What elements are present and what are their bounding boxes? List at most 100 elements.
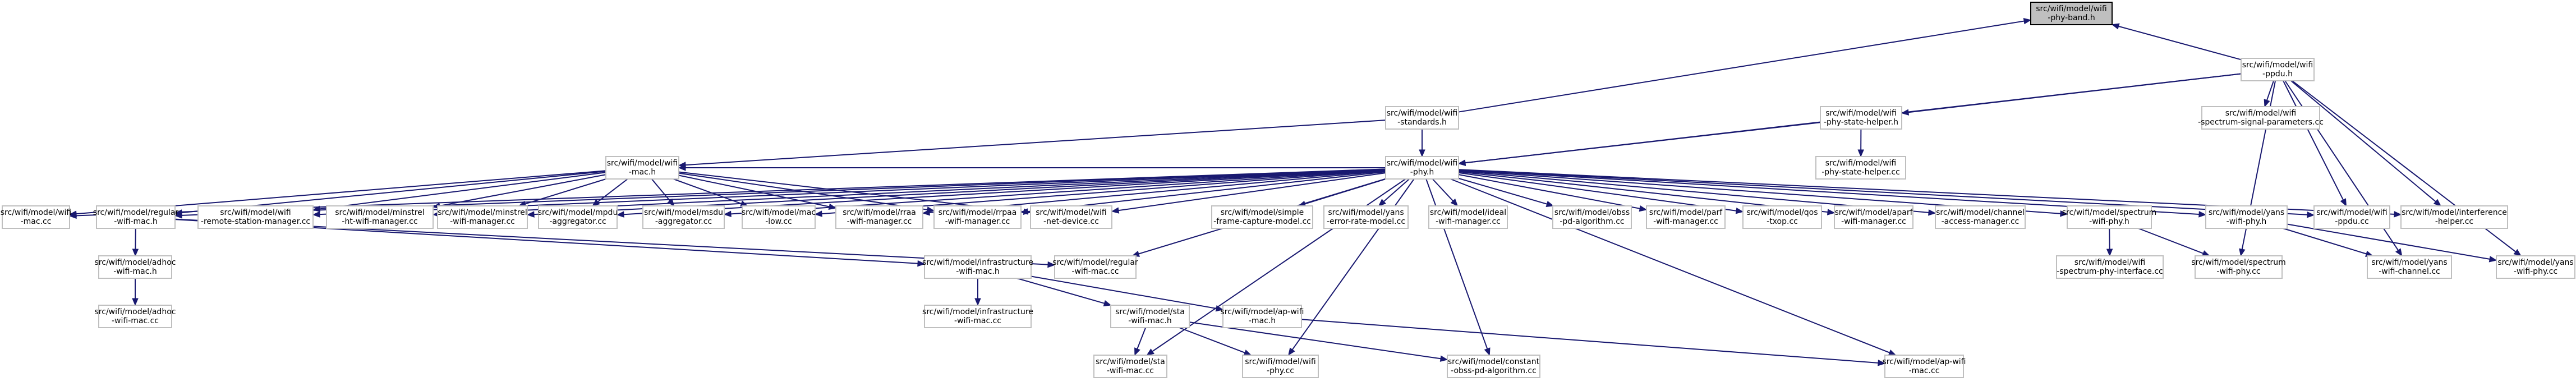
node-src-wifi-model-constant-obss-pd-algorithm-cc[interactable]: src/wifi/model/constant-obss-pd-algorith…: [1447, 355, 1540, 378]
node-label-line: src/wifi/model/minstrel: [438, 208, 527, 217]
node-src-wifi-model-wifi-standards-h[interactable]: src/wifi/model/wifi-standards.h: [1385, 106, 1459, 130]
node-label-line: -spectrum-phy-interface.cc: [2057, 267, 2163, 276]
arrowhead-icon: [1878, 360, 1886, 366]
edge-n27-to-n34: [2106, 228, 2113, 257]
node-label-line: -wifi-manager.cc: [945, 217, 1010, 226]
node-src-wifi-model-wifi-net-device-cc[interactable]: src/wifi/model/wifi-net-device.cc: [1030, 205, 1112, 229]
node-src-wifi-model-interference-helper-cc[interactable]: src/wifi/model/interference-helper.cc: [2400, 205, 2508, 229]
node-src-wifi-model-simple-frame-capture-model-cc[interactable]: src/wifi/model/simple-frame-capture-mode…: [1211, 205, 1313, 229]
node-label-line: src/wifi/model/mac: [742, 208, 816, 217]
edge-line: [685, 120, 1386, 166]
node-label-line: src/wifi/model/wifi: [2074, 258, 2146, 267]
node-label-line: -wifi-manager.cc: [1841, 217, 1906, 226]
arrowhead-icon: [132, 298, 139, 306]
node-label-line: src/wifi/model/yans: [2371, 258, 2447, 267]
node-src-wifi-model-sta-wifi-mac-h[interactable]: src/wifi/model/sta-wifi-mac.h: [1110, 305, 1190, 328]
node-src-wifi-model-wifi-phy-state-helper-cc[interactable]: src/wifi/model/wifi-phy-state-helper.cc: [1815, 156, 1906, 180]
node-src-wifi-model-infrastructure-wifi-mac-h[interactable]: src/wifi/model/infrastructure-wifi-mac.h: [922, 255, 1033, 279]
node-src-wifi-model-ap-wifi-mac-h[interactable]: src/wifi/model/ap-wifi-mac.h: [1220, 305, 1304, 328]
node-box: [2195, 255, 2283, 279]
arrowhead-icon: [1457, 159, 1466, 166]
node-src-wifi-model-wifi-phy-state-helper-h[interactable]: src/wifi/model/wifi-phy-state-helper.h: [1820, 106, 1902, 130]
node-label-line: src/wifi/model/yans: [1328, 208, 1404, 217]
node-label-line: src/wifi/model/infrastructure: [922, 307, 1033, 316]
arrowhead-icon: [1888, 350, 1897, 356]
arrowhead-icon: [132, 249, 139, 257]
node-src-wifi-model-adhoc-wifi-mac-h[interactable]: src/wifi/model/adhoc-wifi-mac.h: [95, 255, 176, 279]
node-box: [2367, 255, 2452, 279]
node-src-wifi-model-spectrum-wifi-phy-cc[interactable]: src/wifi/model/spectrum-wifi-phy.cc: [2191, 255, 2286, 279]
node-box: [924, 255, 1032, 279]
edge-line: [1016, 278, 1105, 304]
node-src-wifi-model-yans-wifi-phy-cc[interactable]: src/wifi/model/yans-wifi-phy.cc: [2496, 255, 2575, 279]
node-src-wifi-model-ap-wifi-mac-cc[interactable]: src/wifi/model/ap-wifi-mac.cc: [1882, 355, 1966, 378]
node-src-wifi-model-parf-wifi-manager-cc[interactable]: src/wifi/model/parf-wifi-manager.cc: [1646, 205, 1726, 229]
node-box: [1646, 205, 1726, 229]
arrowhead-icon: [1827, 209, 1836, 215]
node-src-wifi-model-adhoc-wifi-mac-cc[interactable]: src/wifi/model/adhoc-wifi-mac.cc: [95, 305, 176, 328]
node-src-wifi-model-regular-wifi-mac-cc[interactable]: src/wifi/model/regular-wifi-mac.cc: [1052, 255, 1138, 279]
arrowhead-icon: [922, 209, 930, 216]
node-label-line: -mac.cc: [1909, 366, 1940, 375]
arrowhead-icon: [1215, 305, 1224, 312]
node-src-wifi-model-wifi-phy-h[interactable]: src/wifi/model/wifi-phy.h: [1385, 156, 1459, 180]
node-label-line: -pd-algorithm.cc: [1560, 217, 1624, 226]
node-label-line: src/wifi/model/obss: [1554, 208, 1630, 217]
node-src-wifi-model-wifi-spectrum-phy-interface-cc[interactable]: src/wifi/model/wifi-spectrum-phy-interfa…: [2056, 255, 2164, 279]
node-src-wifi-model-yans-error-rate-model-cc[interactable]: src/wifi/model/yans-error-rate-model.cc: [1323, 205, 1409, 229]
node-label-line: -net-device.cc: [1043, 217, 1099, 226]
node-src-wifi-model-yans-wifi-channel-cc[interactable]: src/wifi/model/yans-wifi-channel.cc: [2367, 255, 2452, 279]
node-src-wifi-model-regular-wifi-mac-h[interactable]: src/wifi/model/regular-wifi-mac.h: [93, 205, 179, 229]
node-src-wifi-model-minstrel-wifi-manager-cc[interactable]: src/wifi/model/minstrel-wifi-manager.cc: [437, 205, 528, 229]
edge-n40-to-n42: [1134, 327, 1147, 356]
edge-line: [1301, 319, 1879, 364]
edge-n6-to-n22: [1458, 177, 1554, 208]
node-src-wifi-model-wifi-mac-h[interactable]: src/wifi/model/wifi-mac.h: [605, 156, 679, 180]
node-src-wifi-model-wifi-phy-cc[interactable]: src/wifi/model/wifi-phy.cc: [1242, 355, 1319, 378]
node-src-wifi-model-wifi-ppdu-cc[interactable]: src/wifi/model/wifi-ppdu.cc: [2313, 205, 2390, 229]
node-label-line: -standards.h: [1397, 118, 1447, 127]
edge-line: [1137, 327, 1147, 350]
node-src-wifi-model-wifi-phy-band-h[interactable]: src/wifi/model/wifi-phy-band.h: [2030, 2, 2113, 25]
node-src-wifi-model-yans-wifi-phy-h[interactable]: src/wifi/model/yans-wifi-phy.h: [2205, 205, 2288, 229]
edge-line: [1291, 178, 1415, 350]
node-src-wifi-model-aparf-wifi-manager-cc[interactable]: src/wifi/model/aparf-wifi-manager.cc: [1834, 205, 1913, 229]
edge-line: [319, 172, 606, 210]
arrowhead-icon: [616, 211, 624, 218]
node-box: [1211, 205, 1313, 229]
node-box: [2400, 205, 2508, 229]
node-label-line: src/wifi/model/wifi: [607, 159, 678, 168]
node-src-wifi-model-mpdu-aggregator-cc[interactable]: src/wifi/model/mpdu-aggregator.cc: [538, 205, 618, 229]
node-src-wifi-model-msdu-aggregator-cc[interactable]: src/wifi/model/msdu-aggregator.cc: [642, 205, 725, 229]
node-box: [2241, 58, 2315, 81]
node-box: [1030, 205, 1112, 229]
node-box: [1093, 355, 1167, 378]
node-label-line: src/wifi/model/adhoc: [95, 258, 176, 267]
edge-line: [2283, 80, 2344, 200]
node-src-wifi-model-infrastructure-wifi-mac-cc[interactable]: src/wifi/model/infrastructure-wifi-mac.c…: [922, 305, 1033, 328]
node-src-wifi-model-wifi-mac-cc[interactable]: src/wifi/model/wifi-mac.cc: [1, 205, 72, 229]
node-src-wifi-model-obss-pd-algorithm-cc[interactable]: src/wifi/model/obss-pd-algorithm.cc: [1552, 205, 1632, 229]
node-src-wifi-model-rraa-wifi-manager-cc[interactable]: src/wifi/model/rraa-wifi-manager.cc: [835, 205, 923, 229]
node-src-wifi-model-sta-wifi-mac-cc[interactable]: src/wifi/model/sta-wifi-mac.cc: [1093, 355, 1167, 378]
node-src-wifi-model-wifi-remote-station-manager-cc[interactable]: src/wifi/model/wifi-remote-station-manag…: [197, 205, 314, 229]
node-src-wifi-model-channel-access-manager-cc[interactable]: src/wifi/model/channel-access-manager.cc: [1935, 205, 2026, 229]
node-box: [2030, 2, 2113, 25]
node-box: [1552, 205, 1632, 229]
node-src-wifi-model-ideal-wifi-manager-cc[interactable]: src/wifi/model/ideal-wifi-manager.cc: [1428, 205, 1508, 229]
node-src-wifi-model-minstrel-ht-wifi-manager-cc[interactable]: src/wifi/model/minstrel-ht-wifi-manager.…: [326, 205, 434, 229]
node-src-wifi-model-rrpaa-wifi-manager-cc[interactable]: src/wifi/model/rrpaa-wifi-manager.cc: [933, 205, 1022, 229]
node-box: [1742, 205, 1822, 229]
node-src-wifi-model-wifi-spectrum-signal-parameters-cc[interactable]: src/wifi/model/wifi-spectrum-signal-para…: [2198, 106, 2324, 130]
node-src-wifi-model-mac-low-cc[interactable]: src/wifi/model/mac-low.cc: [742, 205, 816, 229]
edge-n40-to-n44: [1189, 321, 1448, 362]
edge-n9-to-n32: [174, 218, 1056, 268]
node-label-line: src/wifi/model/infrastructure: [922, 258, 1033, 267]
node-label-line: src/wifi/model/rrpaa: [939, 208, 1017, 217]
node-src-wifi-model-qos-txop-cc[interactable]: src/wifi/model/qos-txop.cc: [1742, 205, 1822, 229]
edge-n6-to-n23: [1458, 174, 1648, 212]
node-src-wifi-model-wifi-ppdu-h[interactable]: src/wifi/model/wifi-ppdu.h: [2241, 58, 2315, 81]
node-src-wifi-model-spectrum-wifi-phy-h[interactable]: src/wifi/model/spectrum-wifi-phy.h: [2062, 205, 2157, 229]
edge-n2-to-n5: [678, 120, 1386, 168]
